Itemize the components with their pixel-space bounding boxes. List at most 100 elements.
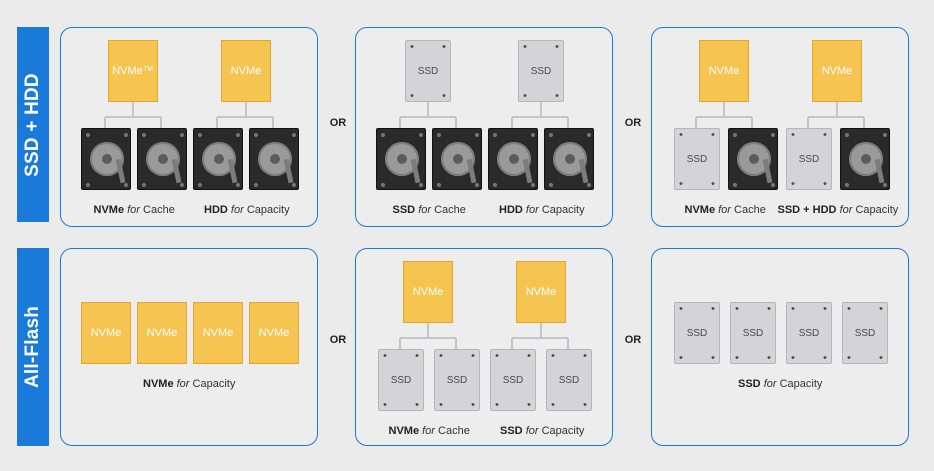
nvme-drive-icon: NVMe (699, 40, 749, 102)
nvme-drive-icon: NVMe (812, 40, 862, 102)
ssd-drive-icon: SSD (674, 128, 720, 190)
config-caption: HDD for Capacity (499, 204, 585, 216)
hdd-screw (292, 133, 296, 137)
drive-label: NVMe (821, 65, 853, 77)
hdd-hub (102, 154, 112, 164)
hdd-hub (861, 154, 871, 164)
hdd-screw (419, 183, 423, 187)
hdd-screw (531, 183, 535, 187)
caption-role: Capacity (192, 378, 236, 390)
drive-label: NVMe (90, 327, 122, 339)
or-label: OR (624, 117, 642, 129)
drive-label: NVMe (202, 327, 234, 339)
caption-for: for (718, 204, 731, 216)
caption-device: SSD + HDD (777, 204, 837, 216)
caption-for: for (176, 378, 190, 390)
ssd-drive-icon: SSD (674, 302, 720, 364)
hdd-screw (733, 183, 737, 187)
caption-for: for (839, 204, 853, 216)
drive-label: NVMe (708, 65, 740, 77)
ssd-drive-icon: SSD (405, 40, 451, 102)
caption-for: for (127, 204, 140, 216)
hdd-screw (493, 133, 497, 137)
hdd-screw (419, 133, 423, 137)
caption-for: for (422, 425, 435, 437)
hdd-screw (292, 183, 296, 187)
hdd-screw (236, 183, 240, 187)
drive-label: SSD (798, 153, 820, 165)
hdd-screw (142, 133, 146, 137)
hdd-screw (883, 133, 887, 137)
hdd-drive-icon (137, 128, 187, 190)
drive-label: SSD (686, 327, 708, 339)
or-label: OR (624, 334, 642, 346)
caption-role: Cache (438, 425, 470, 437)
hdd-screw (437, 183, 441, 187)
caption-role: Capacity (779, 378, 823, 390)
caption-device: SSD (392, 204, 416, 216)
nvme-drive-icon: NVMe™ (108, 40, 158, 102)
caption-device: SSD (500, 425, 523, 437)
nvme-drive-icon: NVMe (516, 261, 566, 323)
hdd-screw (142, 183, 146, 187)
hdd-screw (883, 183, 887, 187)
or-label: OR (329, 117, 347, 129)
drive-label: NVMe (230, 65, 262, 77)
caption-device: NVMe (684, 204, 716, 216)
hdd-screw (437, 133, 441, 137)
hdd-screw (198, 183, 202, 187)
hdd-screw (381, 183, 385, 187)
hdd-drive-icon (249, 128, 299, 190)
caption-role: Capacity (246, 204, 290, 216)
hdd-screw (771, 133, 775, 137)
nvme-drive-icon: NVMe (249, 302, 299, 364)
caption-role: Capacity (855, 204, 899, 216)
drive-label: SSD (686, 153, 708, 165)
nvme-drive-icon: NVMe (403, 261, 453, 323)
ssd-drive-icon: SSD (518, 40, 564, 102)
hdd-drive-icon (488, 128, 538, 190)
config-panel (60, 27, 318, 227)
caption-for: for (418, 204, 432, 216)
ssd-drive-icon: SSD (842, 302, 888, 364)
config-caption: SSD for Capacity (738, 378, 822, 390)
config-caption: NVMe for Capacity (143, 378, 235, 390)
hdd-screw (475, 183, 479, 187)
hdd-hub (565, 154, 575, 164)
ssd-drive-icon: SSD (434, 349, 480, 411)
caption-for: for (525, 425, 539, 437)
hdd-drive-icon (193, 128, 243, 190)
hdd-screw (549, 133, 553, 137)
caption-role: Capacity (541, 204, 585, 216)
caption-role: Cache (734, 204, 766, 216)
nvme-drive-icon: NVMe (193, 302, 243, 364)
caption-role: Cache (434, 204, 466, 216)
drive-label: SSD (417, 65, 439, 77)
drive-label: SSD (502, 374, 524, 386)
hdd-screw (124, 133, 128, 137)
hdd-hub (214, 154, 224, 164)
or-label: OR (329, 334, 347, 346)
config-caption: NVMe for Cache (685, 204, 766, 216)
config-caption: SSD for Capacity (500, 425, 584, 437)
hdd-screw (771, 183, 775, 187)
config-caption: NVMe for Cache (94, 204, 175, 216)
caption-for: for (525, 204, 539, 216)
hdd-screw (381, 133, 385, 137)
drive-label: SSD (742, 327, 764, 339)
config-caption: NVMe for Cache (389, 425, 470, 437)
caption-for: for (763, 378, 777, 390)
config-panel (355, 248, 613, 446)
hdd-screw (180, 183, 184, 187)
hdd-screw (549, 183, 553, 187)
hdd-hub (397, 154, 407, 164)
row-label-ssd-hdd: SSD + HDD (17, 27, 49, 222)
hdd-screw (86, 133, 90, 137)
hdd-screw (124, 183, 128, 187)
config-caption: HDD for Capacity (204, 204, 290, 216)
drive-label: SSD (798, 327, 820, 339)
hdd-drive-icon (728, 128, 778, 190)
drive-label: SSD (446, 374, 468, 386)
